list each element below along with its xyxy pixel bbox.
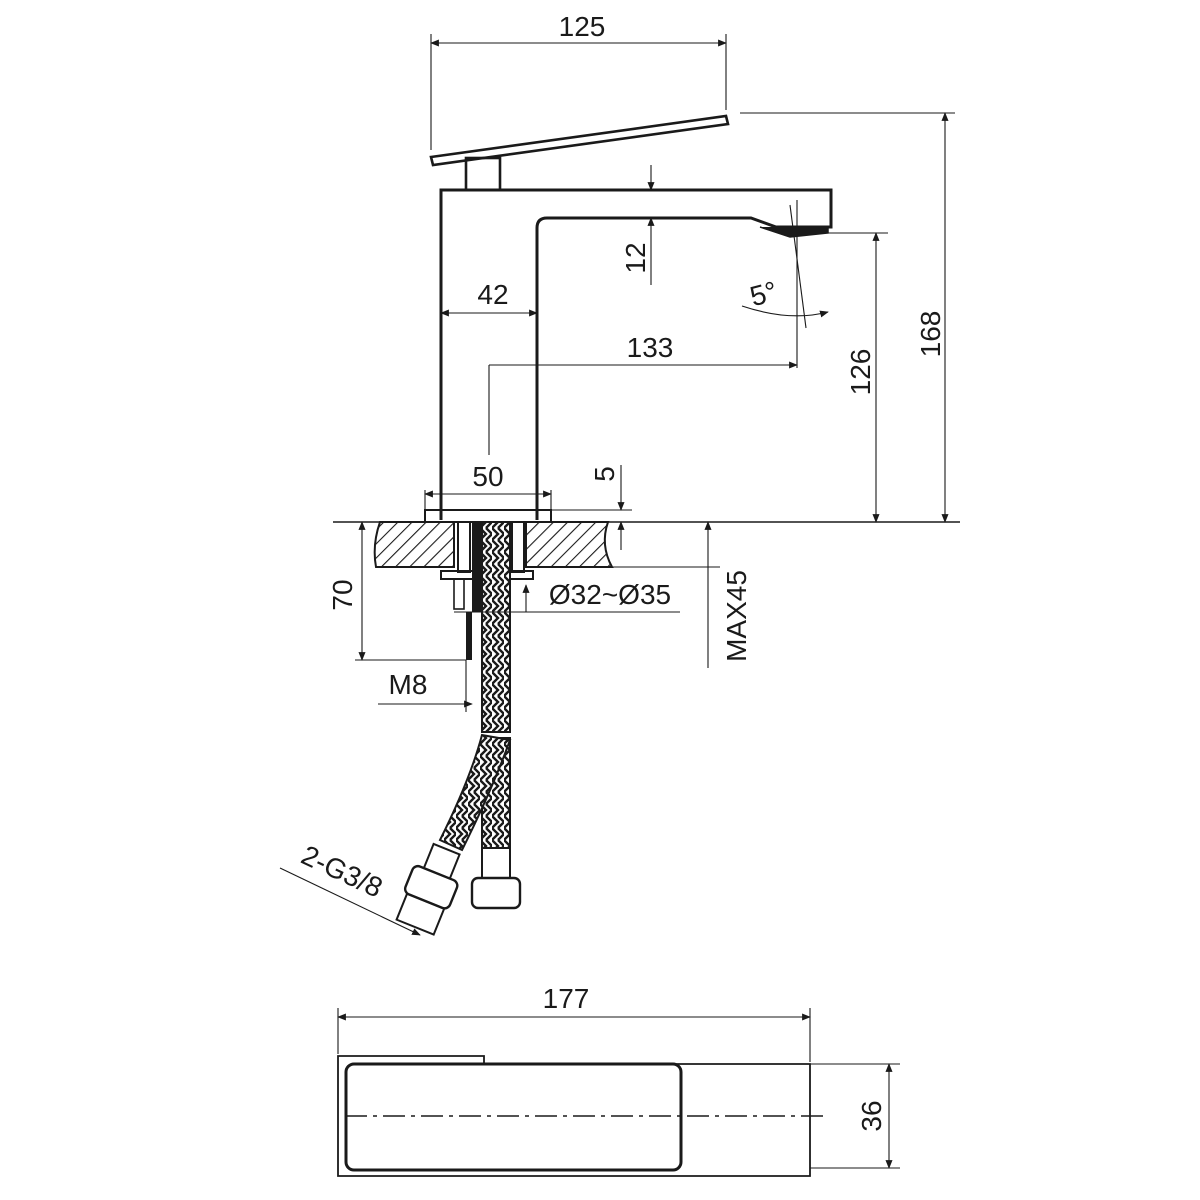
label-5-degree: 5° (747, 275, 781, 312)
label-max45: MAX45 (721, 570, 752, 662)
label-2-g3-8: 2-G3/8 (297, 839, 388, 903)
label-50: 50 (472, 461, 503, 492)
braided-hoses (395, 521, 522, 936)
dimension-max-thickness: MAX45 (533, 521, 752, 668)
dimension-spout-angle: 5° (741, 204, 829, 329)
label-168: 168 (915, 311, 946, 358)
base-plate (424, 509, 552, 523)
label-126: 126 (845, 349, 876, 396)
side-elevation: 125 168 126 12 42 13 (279, 11, 960, 936)
dimension-plan-width: 36 (810, 1063, 900, 1169)
label-177: 177 (543, 983, 590, 1014)
label-m8: M8 (389, 669, 428, 700)
dimension-total-height: 168 (740, 112, 955, 523)
dimension-base-plate: 5 (551, 465, 632, 550)
label-133: 133 (627, 332, 674, 363)
label-hole-diameter: Ø32~Ø35 (549, 579, 671, 610)
dimension-spout-reach: 133 (488, 200, 798, 455)
dimension-base-diameter: 50 (424, 461, 552, 510)
dimension-body-depth: 42 (440, 279, 538, 317)
countertop-section (333, 521, 960, 568)
label-70: 70 (327, 579, 358, 610)
label-36: 36 (856, 1100, 887, 1131)
plan-view: 177 36 (337, 983, 900, 1177)
label-125: 125 (559, 11, 606, 42)
dimension-plan-length: 177 (337, 983, 811, 1062)
label-42: 42 (477, 279, 508, 310)
dimension-spout-height: 126 (800, 232, 888, 523)
dimension-hole-diameter: Ø32~Ø35 (454, 579, 680, 613)
dimension-shank-length: 70 (327, 521, 466, 661)
dimension-spout-thickness: 12 (620, 165, 655, 285)
dimension-stud-thread: M8 (378, 660, 473, 712)
dimension-lever-length: 125 (430, 11, 727, 150)
label-5: 5 (589, 466, 620, 482)
label-12: 12 (620, 242, 651, 273)
lever-handle (429, 114, 730, 192)
